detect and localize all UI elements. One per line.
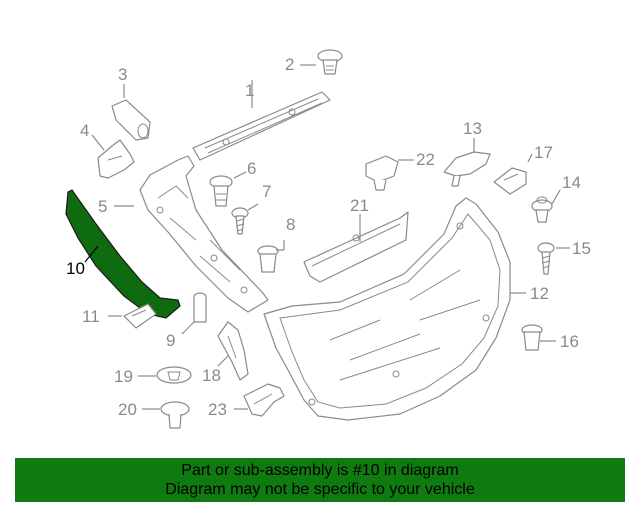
callout-4[interactable]: 4 [80,121,89,140]
part-2-clip[interactable] [317,49,343,75]
part-19-cap[interactable] [156,366,192,384]
leader-9 [181,321,195,335]
callout-10[interactable]: 10 [66,259,85,278]
part-6-clip[interactable] [209,175,233,207]
callout-6[interactable]: 6 [247,159,256,178]
leader-7 [247,203,259,211]
callout-8[interactable]: 8 [286,215,295,234]
callout-22[interactable]: 22 [416,150,435,169]
leader-14 [551,189,561,205]
part-8-grommet[interactable] [257,245,279,273]
part-23-bracket[interactable] [243,383,285,417]
callout-3[interactable]: 3 [118,65,127,84]
parts-diagram: 1 2 3 4 5 6 7 [65,49,591,429]
callout-23[interactable]: 23 [208,400,227,419]
part-13-cap[interactable] [443,151,491,187]
part-1-upper-trim[interactable] [192,91,331,161]
callout-18[interactable]: 18 [202,366,221,385]
callout-12[interactable]: 12 [530,284,549,303]
banner-line-2: Diagram may not be specific to your vehi… [165,481,475,498]
info-banner: Part or sub-assembly is #10 in diagram D… [15,458,625,502]
callout-11[interactable]: 11 [82,307,100,326]
part-20-push-pin[interactable] [160,401,190,429]
part-14-clip[interactable] [531,196,553,223]
callout-5[interactable]: 5 [98,197,107,216]
part-7-screw[interactable] [231,207,249,235]
callout-19[interactable]: 19 [114,367,133,386]
leader-17 [527,153,533,163]
callout-15[interactable]: 15 [572,239,591,258]
part-21-hinge-cover[interactable] [303,211,409,283]
part-15-screw[interactable] [537,242,555,275]
part-9-pin[interactable] [193,292,207,323]
callout-17[interactable]: 17 [534,143,553,162]
leader-10 [84,245,99,263]
leader-4 [91,134,105,151]
part-17-clip-nut[interactable] [493,167,527,195]
part-22-clip[interactable] [365,155,399,191]
callout-14[interactable]: 14 [562,173,581,192]
callout-16[interactable]: 16 [560,332,579,351]
callout-1[interactable]: 1 [245,81,254,100]
callout-13[interactable]: 13 [463,119,482,138]
part-16-grommet[interactable] [521,324,543,351]
callout-7[interactable]: 7 [262,182,271,201]
banner-line-1: Part or sub-assembly is #10 in diagram [181,462,459,479]
leader-18 [217,355,229,367]
part-5-pillar-trim[interactable] [139,155,269,313]
callout-9[interactable]: 9 [166,331,175,350]
part-18-seal[interactable] [217,321,249,381]
callout-20[interactable]: 20 [118,400,137,419]
leader-6 [233,171,247,179]
callout-2[interactable]: 2 [285,55,294,74]
callout-21[interactable]: 21 [350,196,369,215]
part-4-cover[interactable] [97,139,135,179]
part-11-clip-nut[interactable] [123,303,157,329]
part-12-liftgate-trim-panel[interactable] [263,197,511,421]
part-3-bracket[interactable] [111,99,151,141]
part-10-trim-highlighted[interactable] [65,189,181,319]
